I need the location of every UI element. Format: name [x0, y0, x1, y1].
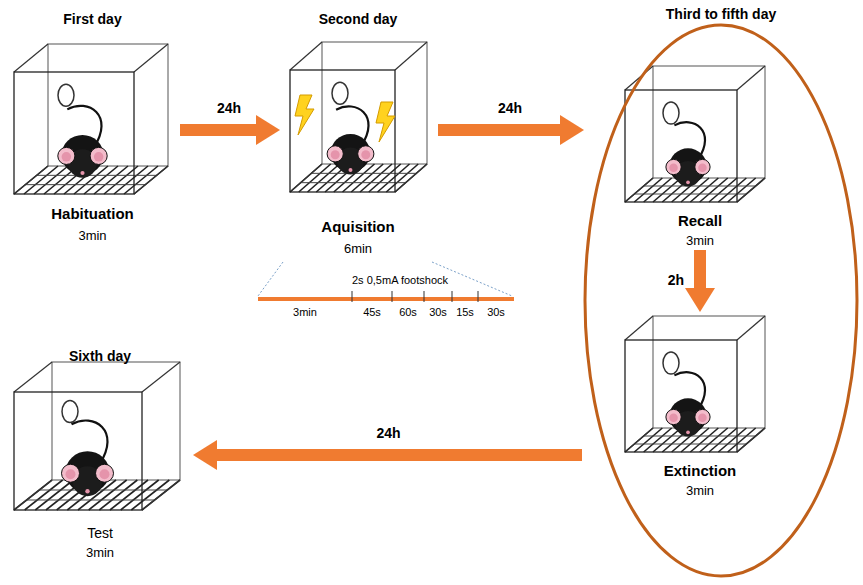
cage	[625, 66, 765, 202]
session-cage: Second dayAquisition 6min	[278, 8, 438, 263]
time-interval: 45s	[363, 306, 381, 318]
session-cage: Sixth dayTest 3min	[5, 347, 195, 562]
session-label: 6min	[344, 240, 372, 258]
mouse	[58, 106, 107, 178]
cage	[14, 362, 180, 510]
day-heading: Second day	[319, 10, 398, 28]
mouse	[327, 106, 374, 174]
time-interval: 15s	[456, 306, 474, 318]
flow-arrow	[180, 124, 256, 136]
session-label: Habituation	[51, 205, 134, 223]
interval-label: 24h	[376, 425, 400, 441]
session-label: 3min	[86, 544, 114, 562]
interval-label: 2h	[668, 272, 684, 288]
time-interval: 30s	[487, 306, 505, 318]
lightning-bolt	[295, 95, 314, 135]
session-cage: Recall 3min	[615, 60, 785, 250]
cage	[14, 44, 168, 194]
session-label: 3min	[686, 482, 714, 500]
cage	[625, 316, 765, 452]
day-heading: Third to fifth day	[666, 5, 776, 23]
session-cage: First dayHabituation 3min	[5, 8, 180, 248]
interval-label: 24h	[217, 100, 241, 116]
session-label: Aquisition	[321, 218, 394, 236]
timeline	[258, 262, 514, 302]
interval-label: 24h	[498, 100, 522, 116]
shock-note: 2s 0,5mA footshock	[352, 274, 448, 286]
flow-arrow	[694, 250, 706, 288]
time-interval: 30s	[429, 306, 447, 318]
day-heading: First day	[63, 10, 121, 28]
day-heading: Sixth day	[69, 347, 131, 365]
session-label: Recall	[678, 212, 722, 230]
flow-arrow	[438, 124, 560, 136]
mouse	[666, 122, 710, 186]
session-label: 3min	[686, 232, 714, 250]
session-cage: Extinction 3min	[615, 310, 785, 500]
mouse	[666, 372, 710, 436]
time-interval: 60s	[399, 306, 417, 318]
time-interval: 3min	[293, 306, 317, 318]
flow-arrow	[217, 449, 582, 461]
mouse	[62, 421, 114, 497]
lightning-bolt	[376, 102, 395, 142]
session-label: Test	[87, 524, 113, 542]
session-label: 3min	[78, 227, 106, 245]
phase-ellipse-outline	[582, 5, 860, 580]
phase-ellipse: Recall3minExtinction3minThird to fifth d…	[582, 5, 860, 580]
cage	[290, 42, 427, 192]
session-label: Extinction	[664, 462, 737, 480]
